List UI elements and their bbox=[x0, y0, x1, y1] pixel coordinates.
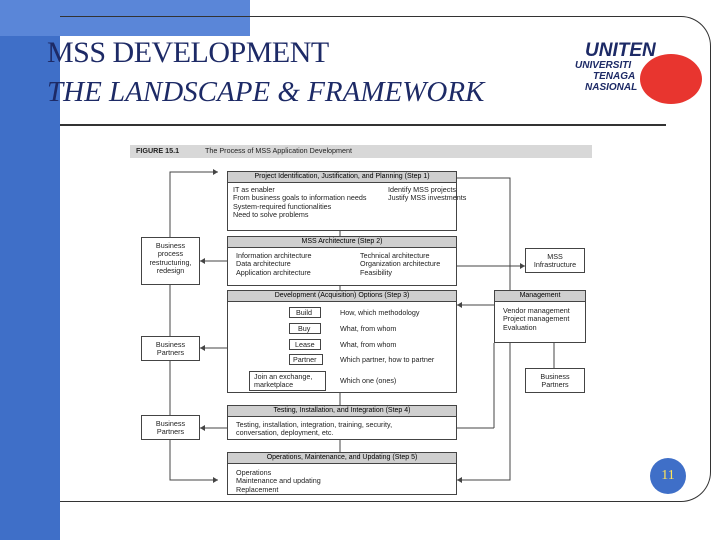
management-line-3: Evaluation bbox=[503, 322, 537, 332]
step5-line-2: Maintenance and updating bbox=[236, 476, 321, 486]
step2-left-2: Data architecture bbox=[236, 259, 291, 269]
partners-left-2-line-2: Partners bbox=[156, 427, 185, 437]
business-partners-left-2: Business Partners bbox=[141, 415, 200, 440]
step5-line-1: Operations bbox=[236, 468, 272, 477]
management-box: Management Vendor management Project man… bbox=[494, 290, 586, 343]
management-lines: Vendor management Project management Eva… bbox=[503, 306, 570, 332]
top-accent-block bbox=[0, 0, 250, 36]
step4-lines: Testing, installation, integration, trai… bbox=[236, 420, 393, 438]
figure-caption-bar: FIGURE 15.1 The Process of MSS Applicati… bbox=[130, 145, 592, 158]
step2-right-3: Feasibility bbox=[360, 267, 392, 277]
partners-right-line-1: Business bbox=[540, 372, 570, 381]
step4-box: Testing, Installation, and Integration (… bbox=[227, 405, 457, 440]
business-process-box: Business process restructuring, redesign bbox=[141, 237, 200, 285]
step1-left-lines: IT as enabler From business goals to inf… bbox=[233, 185, 367, 220]
step1-left-3: System-required functionalities bbox=[233, 201, 332, 211]
partners-left-1-line-1: Business bbox=[155, 340, 186, 349]
step1-left-1: IT as enabler bbox=[233, 185, 275, 194]
option-build-desc: How, which methodology bbox=[340, 308, 420, 317]
figure-label: FIGURE 15.1 bbox=[136, 146, 180, 155]
slide-frame bbox=[60, 16, 711, 502]
logo-line-3: NASIONAL bbox=[585, 82, 638, 93]
option-exchange-box: Join an exchange, marketplace bbox=[249, 371, 326, 391]
step1-header: Project Identification, Justification, a… bbox=[227, 171, 457, 183]
title-divider bbox=[60, 124, 666, 126]
logo-red-mark bbox=[640, 54, 702, 104]
business-process-line-3: restructuring, bbox=[149, 257, 192, 267]
business-process-line-1: Business bbox=[155, 241, 186, 250]
mss-infrastructure-box: MSS Infrastructure bbox=[525, 248, 585, 273]
business-process-text: Business process restructuring, redesign bbox=[142, 241, 199, 276]
option-build-box: Build bbox=[289, 307, 321, 318]
step1-right-lines: Identify MSS projects Justify MSS invest… bbox=[388, 185, 467, 203]
business-partners-left-2-text: Business Partners bbox=[142, 419, 199, 437]
step5-line-3: Replacement bbox=[236, 484, 279, 494]
option-lease-desc: What, from whom bbox=[340, 340, 397, 349]
page-number-badge: 11 bbox=[650, 458, 686, 494]
option-lease-box: Lease bbox=[289, 339, 321, 350]
option-exchange-label: Join an exchange, marketplace bbox=[254, 372, 313, 390]
option-exchange-desc: Which one (ones) bbox=[340, 376, 397, 385]
step5-lines: Operations Maintenance and updating Repl… bbox=[236, 468, 321, 494]
option-buy-box: Buy bbox=[289, 323, 321, 334]
logo-line-1: UNIVERSITI bbox=[575, 60, 632, 71]
mss-infra-line-1: MSS bbox=[547, 252, 563, 261]
step3-box: Development (Acquisition) Options (Step … bbox=[227, 290, 457, 393]
step2-right-2: Organization architecture bbox=[360, 259, 441, 269]
slide-title-line1: MSS DEVELOPMENT bbox=[47, 36, 329, 69]
option-lease-label: Lease bbox=[295, 340, 315, 349]
step1-right-2: Justify MSS investments bbox=[388, 193, 467, 203]
business-partners-right-text: Business Partners bbox=[526, 372, 584, 390]
step1-left-4: Need to solve problems bbox=[233, 210, 309, 220]
mss-infra-line-2: Infrastructure bbox=[533, 260, 577, 270]
step2-header: MSS Architecture (Step 2) bbox=[227, 236, 457, 248]
step5-box: Operations, Maintenance, and Updating (S… bbox=[227, 452, 457, 495]
option-partner-box: Partner bbox=[289, 354, 323, 365]
business-process-line-2: process bbox=[157, 249, 184, 259]
step4-line-1: Testing, installation, integration, trai… bbox=[236, 420, 393, 429]
option-partner-label: Partner bbox=[293, 355, 317, 364]
business-partners-left-1-text: Business Partners bbox=[142, 340, 199, 358]
step4-header: Testing, Installation, and Integration (… bbox=[227, 405, 457, 417]
step2-left-lines: Information architecture Data architectu… bbox=[236, 251, 312, 277]
partners-right-line-2: Partners bbox=[541, 380, 569, 390]
step1-box: Project Identification, Justification, a… bbox=[227, 171, 466, 231]
business-process-line-4: redesign bbox=[156, 266, 185, 276]
step2-left-3: Application architecture bbox=[236, 267, 311, 277]
step5-header: Operations, Maintenance, and Updating (S… bbox=[227, 452, 457, 464]
logo-word: UNITEN bbox=[585, 40, 656, 61]
figure-caption: The Process of MSS Application Developme… bbox=[205, 146, 353, 155]
step2-right-1: Technical architecture bbox=[360, 251, 430, 260]
management-line-2: Project management bbox=[503, 314, 570, 324]
business-partners-left-1: Business Partners bbox=[141, 336, 200, 361]
step4-line-2: conversation, deployment, etc. bbox=[236, 428, 334, 438]
management-line-1: Vendor management bbox=[503, 306, 570, 315]
uniten-logo: UNITEN UNIVERSITI TENAGA NASIONAL bbox=[575, 40, 695, 102]
option-build-label: Build bbox=[296, 308, 312, 317]
step1-right-1: Identify MSS projects bbox=[388, 185, 456, 194]
option-buy-label: Buy bbox=[298, 324, 311, 333]
step2-right-lines: Technical architecture Organization arch… bbox=[360, 251, 441, 277]
step2-box: MSS Architecture (Step 2) Information ar… bbox=[227, 236, 457, 286]
step2-left-1: Information architecture bbox=[236, 251, 312, 260]
mss-infrastructure-text: MSS Infrastructure bbox=[526, 252, 584, 270]
step3-header: Development (Acquisition) Options (Step … bbox=[227, 290, 457, 302]
partners-left-2-line-1: Business bbox=[155, 419, 186, 428]
partners-left-1-line-2: Partners bbox=[156, 348, 185, 358]
logo-line-2: TENAGA bbox=[593, 71, 636, 82]
slide-title-line2: THE LANDSCAPE & FRAMEWORK bbox=[47, 76, 485, 108]
option-buy-desc: What, from whom bbox=[340, 324, 397, 333]
option-partner-desc: Which partner, how to partner bbox=[340, 355, 435, 364]
business-partners-right: Business Partners bbox=[525, 368, 585, 393]
management-header: Management bbox=[494, 290, 586, 302]
step1-left-2: From business goals to information needs bbox=[233, 193, 367, 203]
left-accent-bar bbox=[0, 0, 60, 540]
